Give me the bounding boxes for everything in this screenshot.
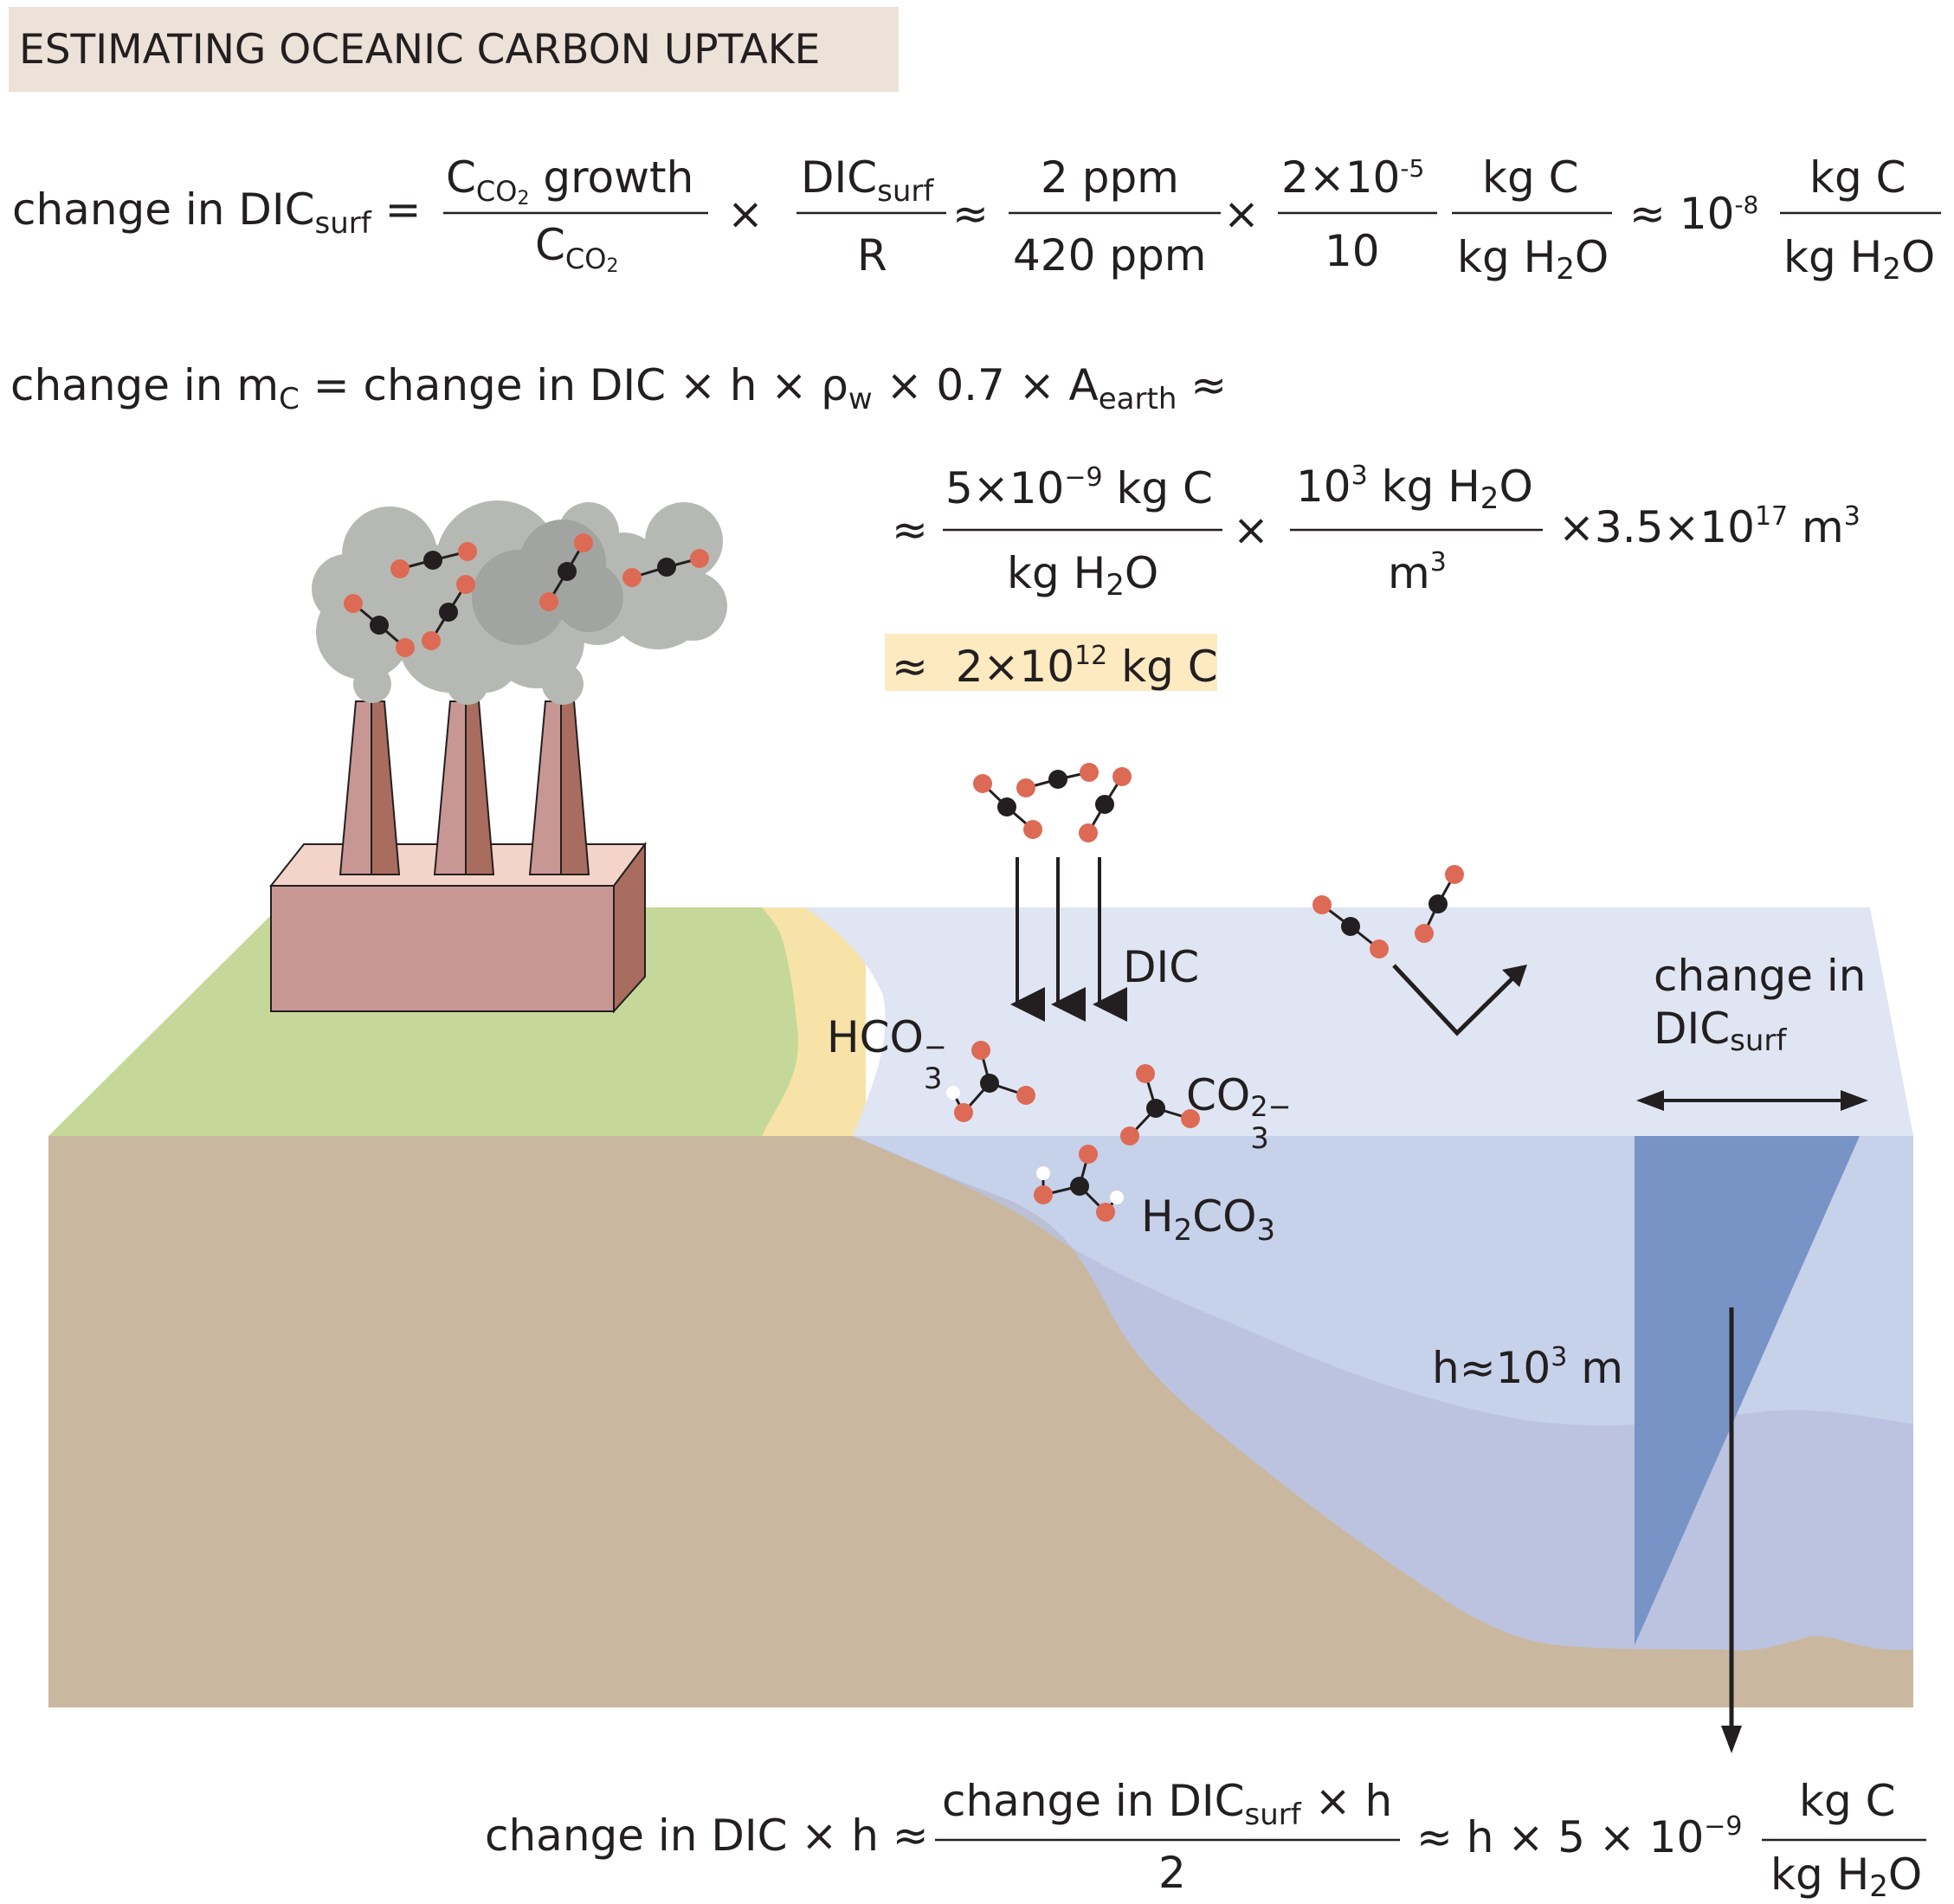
- eq3-approx: ≈: [892, 505, 928, 555]
- eq3-f2-den: m3: [1388, 547, 1447, 598]
- eq3-f2-num: 103 kg H2O: [1296, 461, 1533, 516]
- eq3-f1-den: kg H2O: [1007, 548, 1159, 603]
- grass-surface: [48, 907, 866, 1136]
- title-band: [9, 7, 899, 92]
- result-highlight: [885, 634, 1217, 691]
- eq1-approx-2: ≈ 10-8: [1629, 189, 1759, 239]
- eq1-times: ×: [727, 189, 764, 239]
- smokestacks: [339, 700, 590, 875]
- eq1-f1-den: CCO2: [535, 220, 619, 277]
- surface-dic-wedge: [1635, 1136, 1860, 1645]
- eq1-f3-den: 420 ppm: [1013, 230, 1207, 281]
- eq3-tail: ×3.5×1017 m3: [1558, 501, 1860, 552]
- bicarbonate-label: HCO−3: [827, 1012, 947, 1096]
- eq1-f6-num: kg C: [1809, 152, 1906, 203]
- eq4-f2-num: kg C: [1799, 1776, 1896, 1826]
- eq4-f1-num: change in DICsurf × h: [942, 1776, 1393, 1832]
- eq4-f1-den: 2: [1158, 1848, 1186, 1898]
- dic-label: DIC: [1123, 942, 1200, 992]
- eq1-f1-num: CCO2 growth: [446, 152, 694, 210]
- sea-surface: [805, 907, 1913, 1136]
- page-title: ESTIMATING OCEANIC CARBON UPTAKE: [19, 26, 821, 74]
- eq1-f5-den: kg H2O: [1457, 232, 1609, 287]
- fraction-bars: [443, 211, 1941, 1842]
- eq1-f6-den: kg H2O: [1783, 232, 1936, 287]
- beach-sand: [762, 907, 866, 1136]
- eq3-times: ×: [1233, 505, 1269, 555]
- eq4-mid: ≈ h × 5 × 10−9: [1416, 1811, 1743, 1862]
- eq4-lhs: change in DIC × h ≈: [485, 1810, 929, 1861]
- result-value: ≈ 2×1012 kg C: [892, 641, 1218, 692]
- eq1-f4-den: 10: [1325, 226, 1380, 276]
- change-label-line2: DICsurf: [1654, 1004, 1787, 1058]
- outgassing-arrow: [1392, 964, 1514, 1036]
- eq1-f2-den: R: [857, 230, 887, 281]
- factory-front: [270, 885, 615, 1012]
- depth-label: h≈103 m: [1432, 1342, 1623, 1393]
- eq1-f3-num: 2 ppm: [1041, 152, 1179, 203]
- eq1-lhs: change in DICsurf =: [12, 184, 422, 241]
- eq1-f5-num: kg C: [1482, 152, 1579, 203]
- carbonic-acid-label: H2CO3: [1141, 1191, 1276, 1248]
- eq1-approx: ≈: [952, 189, 989, 239]
- outgassing-arrowhead: [1502, 965, 1527, 987]
- eq2: change in mC = change in DIC × h × ρw × …: [10, 360, 1228, 416]
- eq1-f2-num: DICsurf: [801, 152, 934, 209]
- eq3-f1-num: 5×10−9 kg C: [945, 462, 1213, 513]
- dic-flux-arrows: [1010, 857, 1127, 1022]
- eq4-f2-den: kg H2O: [1770, 1849, 1923, 1904]
- eq1-times-2: ×: [1223, 189, 1260, 239]
- change-label-line1: change in: [1654, 951, 1867, 1001]
- eq1-f4-num: 2×10-5: [1281, 152, 1425, 203]
